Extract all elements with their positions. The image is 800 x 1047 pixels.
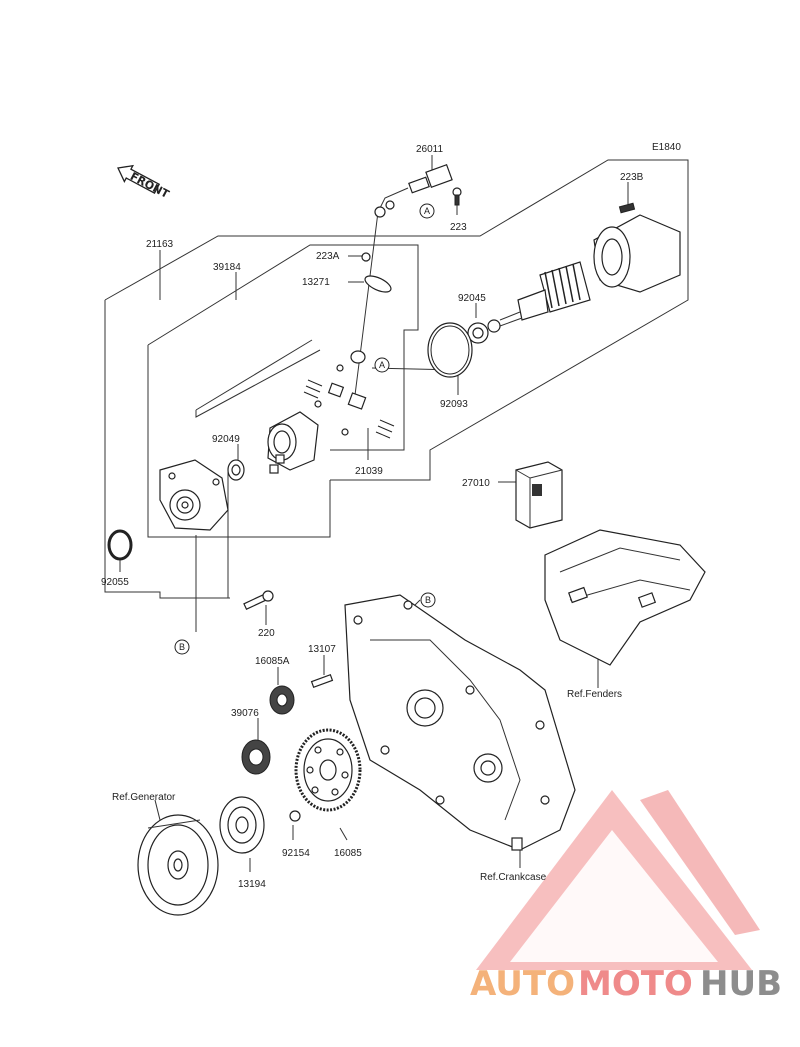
label-21163: 21163 [146, 239, 174, 250]
part-16085A-gear [269, 685, 295, 715]
label-39076: 39076 [231, 708, 259, 719]
part-92093-o-ring [427, 322, 473, 378]
label-92093: 92093 [440, 399, 468, 410]
callout-b-left: B [174, 639, 190, 655]
label-16085: 16085 [334, 848, 362, 859]
part-39076-gear [241, 739, 271, 775]
label-223B: 223B [620, 172, 644, 183]
svg-text:B: B [425, 595, 431, 605]
part-13271-plate [364, 275, 392, 293]
watermark-moto: MOTO [578, 964, 693, 1004]
label-39184: 39184 [213, 262, 241, 273]
part-223-screw [452, 187, 462, 206]
part-223A-screw [361, 252, 371, 262]
label-13194: 13194 [238, 879, 266, 890]
label-92154: 92154 [282, 848, 310, 859]
label-21039: 21039 [355, 466, 383, 477]
part-armature [499, 261, 591, 327]
part-13194-clutch [219, 796, 265, 854]
ref-crankcase-part [344, 594, 576, 851]
label-92045: 92045 [458, 293, 486, 304]
callout-a-top: A [419, 203, 435, 219]
part-21039-brush-holder [303, 350, 395, 439]
label-13107: 13107 [308, 644, 336, 655]
part-92154-bolt [289, 810, 301, 822]
svg-text:B: B [179, 642, 185, 652]
svg-text:A: A [424, 206, 430, 216]
label-26011: 26011 [416, 144, 444, 155]
part-92055-o-ring [107, 529, 133, 561]
part-26011-wire-lead [354, 163, 453, 396]
part-starter-motor-housing [593, 202, 681, 293]
part-27010-relay [515, 461, 563, 529]
label-223A: 223A [316, 251, 340, 262]
label-223: 223 [450, 222, 467, 233]
watermark-logo [476, 790, 760, 970]
svg-text:A: A [379, 360, 385, 370]
callout-b-crankcase: B [420, 592, 436, 608]
part-220-bolt [243, 590, 274, 611]
diagram-code: E1840 [652, 142, 681, 153]
part-92049-seal [227, 459, 245, 481]
label-220: 220 [258, 628, 275, 639]
ref-crankcase-label: Ref.Crankcase [480, 872, 547, 883]
front-label: FRONT [128, 170, 172, 201]
part-end-cover [267, 411, 319, 474]
callout-a-mid: A [374, 357, 390, 373]
label-92055: 92055 [101, 577, 129, 588]
watermark-auto: AUTO [470, 964, 575, 1004]
label-27010: 27010 [462, 478, 490, 489]
ref-fenders-label: Ref.Fenders [567, 689, 622, 700]
ref-generator-part [137, 814, 219, 916]
front-arrow-icon: FRONT [117, 164, 172, 201]
part-front-cover [159, 459, 229, 531]
assembly-frames [104, 159, 689, 599]
ref-generator-label: Ref.Generator [112, 792, 176, 803]
part-16085-ring-gear [294, 728, 362, 812]
watermark-text: AUTO MOTO HUB [470, 964, 782, 1004]
label-13271: 13271 [302, 277, 330, 288]
label-92049: 92049 [212, 434, 240, 445]
watermark-hub: HUB [700, 964, 782, 1004]
label-16085A: 16085A [255, 656, 290, 667]
part-13107-shaft [310, 673, 334, 689]
ref-fender-part [544, 529, 706, 666]
part-92045-bearing [467, 319, 501, 344]
